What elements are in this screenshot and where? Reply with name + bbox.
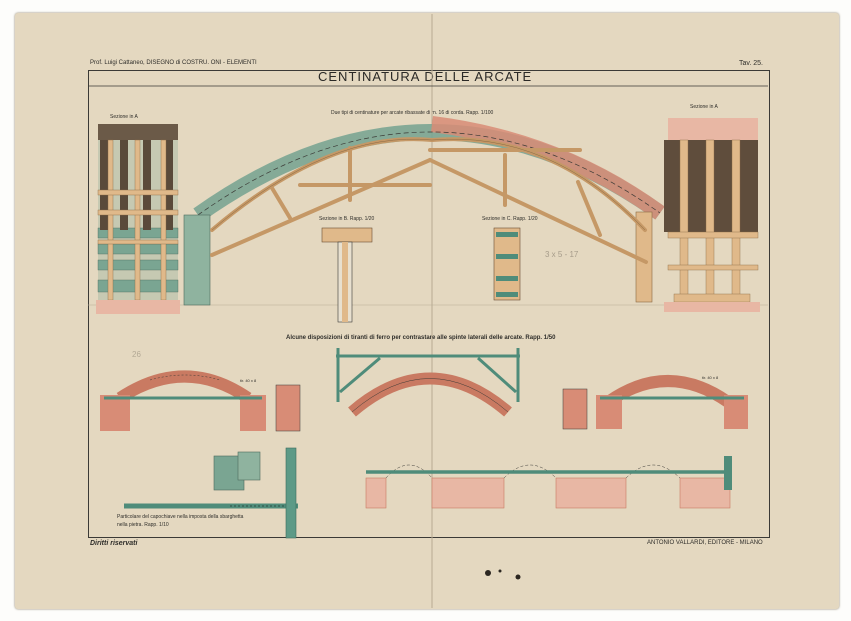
centering-arch (183, 116, 665, 306)
ink-stains (485, 569, 521, 580)
tie-label-right: tir. 40 x 8 (702, 375, 719, 380)
arcade-tie (365, 456, 732, 509)
page-title: CENTINATURA DELLE ARCATE (318, 69, 533, 84)
caption-centering-types: Due tipi di centinature per arcate ribas… (331, 110, 494, 116)
plate-frame (88, 70, 770, 538)
caption-section-a-left: Sezione in A (110, 114, 138, 120)
caption-anchor-detail-1: Particolare del capochiave nella imposta… (117, 514, 244, 520)
publisher: ANTONIO VALLARDI, EDITORE - MILANO (647, 540, 763, 546)
pencil-note: 3 x 5 - 17 (545, 250, 579, 259)
section-a-left (96, 124, 180, 314)
section-a-right (664, 118, 760, 312)
anchor-detail (124, 447, 298, 539)
section-c (493, 227, 521, 301)
header-author: Prof. Luigi Cattaneo, DISEGNO di COSTRU.… (90, 60, 257, 66)
caption-tie-rods: Alcune disposizioni di tiranti di ferro … (286, 335, 556, 341)
tie-example-center (336, 348, 520, 417)
caption-section-a-right: Sezione in A (690, 104, 718, 110)
tie-label-left: tir. 40 x 8 (240, 378, 257, 383)
section-b (321, 227, 373, 323)
plate-number: Tav. 25. (739, 60, 763, 67)
pencil-corner: 26 (132, 350, 141, 359)
caption-section-c: Sezione in C. Rapp. 1/20 (482, 216, 538, 222)
caption-anchor-detail-2: nella pietra. Rapp. 1/10 (117, 522, 169, 528)
tie-example-right (562, 375, 748, 430)
tie-example-left (100, 370, 301, 432)
rights-notice: Diritti riservati (90, 540, 138, 547)
caption-section-b: Sezione in B. Rapp. 1/20 (319, 216, 375, 222)
